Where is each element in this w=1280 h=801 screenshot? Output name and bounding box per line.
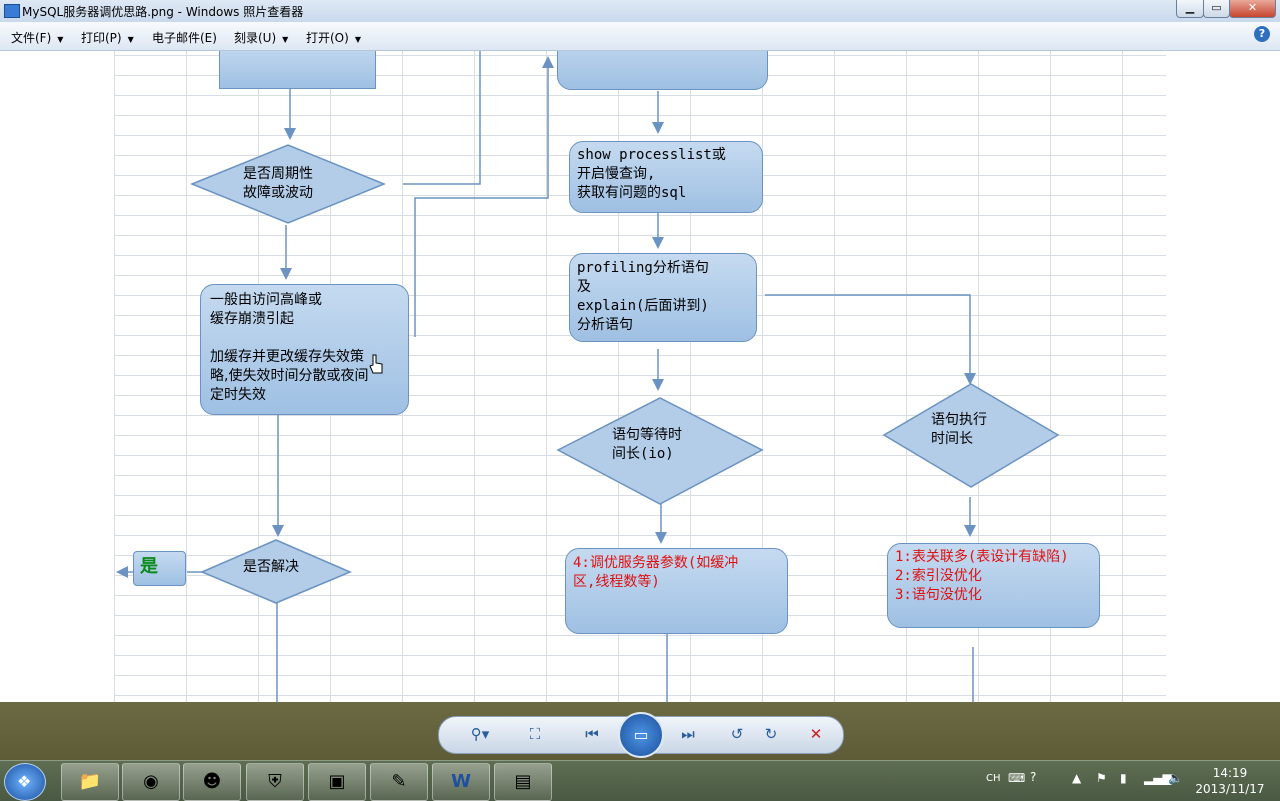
qq-taskbar-icon[interactable]: ☻ <box>183 763 241 801</box>
delete-icon[interactable]: ✕ <box>809 725 823 743</box>
chevron-down-icon: ▼ <box>282 35 289 44</box>
next-icon[interactable]: ⏭ <box>681 725 695 743</box>
minimize-button[interactable]: ▁ <box>1176 0 1204 18</box>
decision-resolved-text: 是否解决 <box>243 559 299 575</box>
decision-wait-text: 语句等待时 间长(io) <box>612 427 682 462</box>
action-center-icon[interactable]: ⚑ <box>1096 771 1107 785</box>
clock-date: 2013/11/17 <box>1195 782 1265 796</box>
processlist-box <box>569 141 763 213</box>
photo-viewer-taskbar-icon[interactable]: ▤ <box>494 763 552 801</box>
causes-text: 1:表关联多(表设计有缺陷) 2:索引没优化 3:语句没优化 <box>895 549 1069 603</box>
maximize-button[interactable]: ▭ <box>1203 0 1230 18</box>
volume-icon[interactable]: 🔈 <box>1168 771 1183 785</box>
window-title-bar: MySQL服务器调优思路.png - Windows 照片查看器 ▁ ▭ ✕ <box>0 0 1280 23</box>
start-button[interactable]: ❖ <box>4 763 46 801</box>
chrome-taskbar-icon[interactable]: ◉ <box>122 763 180 801</box>
tune-params-text: 4:调优服务器参数(如缓冲 区,线程数等) <box>573 555 739 590</box>
image-canvas: 是否周期性 故障或波动 一般由访问高峰或 缓存崩溃引起 加缓存并更改缓存失效策 … <box>0 51 1280 702</box>
cache-strategy-text: 一般由访问高峰或 缓存崩溃引起 加缓存并更改缓存失效策 略,使失效时间分散或夜间… <box>210 292 369 403</box>
window-title: MySQL服务器调优思路.png - Windows 照片查看器 <box>22 5 304 19</box>
tool-taskbar-icon[interactable]: ▣ <box>308 763 366 801</box>
previous-icon[interactable]: ⏮ <box>585 725 599 743</box>
rotate-right-icon[interactable]: ↻ <box>764 725 778 743</box>
cache-strategy-box <box>200 284 409 415</box>
explorer-taskbar-icon[interactable]: 📁 <box>61 763 119 801</box>
chevron-down-icon: ▼ <box>57 35 64 44</box>
show-hidden-icons-icon[interactable]: ▲ <box>1072 771 1082 785</box>
rotate-left-icon[interactable]: ↺ <box>730 725 744 743</box>
keyboard-icon[interactable]: ⌨ <box>1008 771 1026 785</box>
close-button[interactable]: ✕ <box>1229 0 1276 18</box>
decision-exec-text: 语句执行 时间长 <box>931 412 987 447</box>
security-taskbar-icon[interactable]: ⛨ <box>246 763 304 801</box>
decision-periodic-text: 是否周期性 故障或波动 <box>243 166 313 201</box>
menu-email[interactable]: 电子邮件(E) <box>152 29 217 46</box>
taskbar: ❖ 📁 ◉ ☻ ⛨ ▣ ✎ W ▤ CH ⌨ ? ▲ ⚑ ▮ ▂▄▆ 🔈 14:… <box>0 760 1280 801</box>
flowchart-connectors <box>116 51 1060 702</box>
help-tray-icon[interactable]: ? <box>1030 770 1037 784</box>
search-zoom-icon[interactable]: ⚲▾ <box>470 725 490 743</box>
menu-open[interactable]: 打开(O) ▼ <box>306 29 361 46</box>
menu-file[interactable]: 文件(F) ▼ <box>11 29 63 46</box>
system-clock[interactable]: 14:19 2013/11/17 <box>1190 765 1270 797</box>
profiling-box <box>569 253 757 342</box>
viewer-toolbar: ⚲▾ ⛶ ⏮ ▭ ⏭ ↺ ↻ ✕ <box>0 702 1280 760</box>
chevron-down-icon: ▼ <box>354 35 361 44</box>
decision-wait-shape <box>556 397 764 505</box>
processlist-text: show processlist或 开启慢查询, 获取有问题的sql <box>577 147 726 201</box>
menu-bar: 文件(F) ▼ 打印(P) ▼ 电子邮件(E) 刻录(U) ▼ 打开(O) ▼ <box>0 22 1280 51</box>
decision-resolved-shape <box>200 539 352 604</box>
paint-taskbar-icon[interactable]: ✎ <box>370 763 428 801</box>
ime-indicator[interactable]: CH <box>986 773 1001 784</box>
windows-logo-icon: ❖ <box>17 772 32 791</box>
decision-periodic-shape <box>190 144 386 224</box>
menu-email-label: 电子邮件(E) <box>152 31 217 45</box>
help-icon[interactable]: ? <box>1254 26 1270 42</box>
decision-exec-shape <box>882 383 1060 488</box>
word-taskbar-icon[interactable]: W <box>432 763 490 801</box>
tune-params-box <box>565 548 788 634</box>
top-box-left <box>219 51 376 89</box>
causes-box <box>887 543 1100 628</box>
hand-cursor-icon <box>369 354 383 374</box>
device-icon[interactable]: ▮ <box>1120 771 1127 785</box>
menu-print-label: 打印(P) <box>81 31 122 45</box>
menu-burn[interactable]: 刻录(U) ▼ <box>234 29 288 46</box>
yes-box <box>133 551 186 586</box>
menu-print[interactable]: 打印(P) ▼ <box>81 29 134 46</box>
clock-time: 14:19 <box>1212 766 1248 780</box>
profiling-text: profiling分析语句 及 explain(后面讲到) 分析语句 <box>577 260 709 333</box>
photo-viewer-app-icon <box>4 4 20 18</box>
chevron-down-icon: ▼ <box>127 35 134 44</box>
yes-label: 是 <box>140 556 158 577</box>
network-icon[interactable]: ▂▄▆ <box>1144 771 1172 785</box>
slideshow-icon[interactable]: ▭ <box>618 712 664 758</box>
fit-icon[interactable]: ⛶ <box>529 725 541 743</box>
menu-burn-label: 刻录(U) <box>234 31 277 45</box>
top-box-right <box>557 51 768 90</box>
menu-file-label: 文件(F) <box>11 31 52 45</box>
menu-open-label: 打开(O) <box>306 31 349 45</box>
